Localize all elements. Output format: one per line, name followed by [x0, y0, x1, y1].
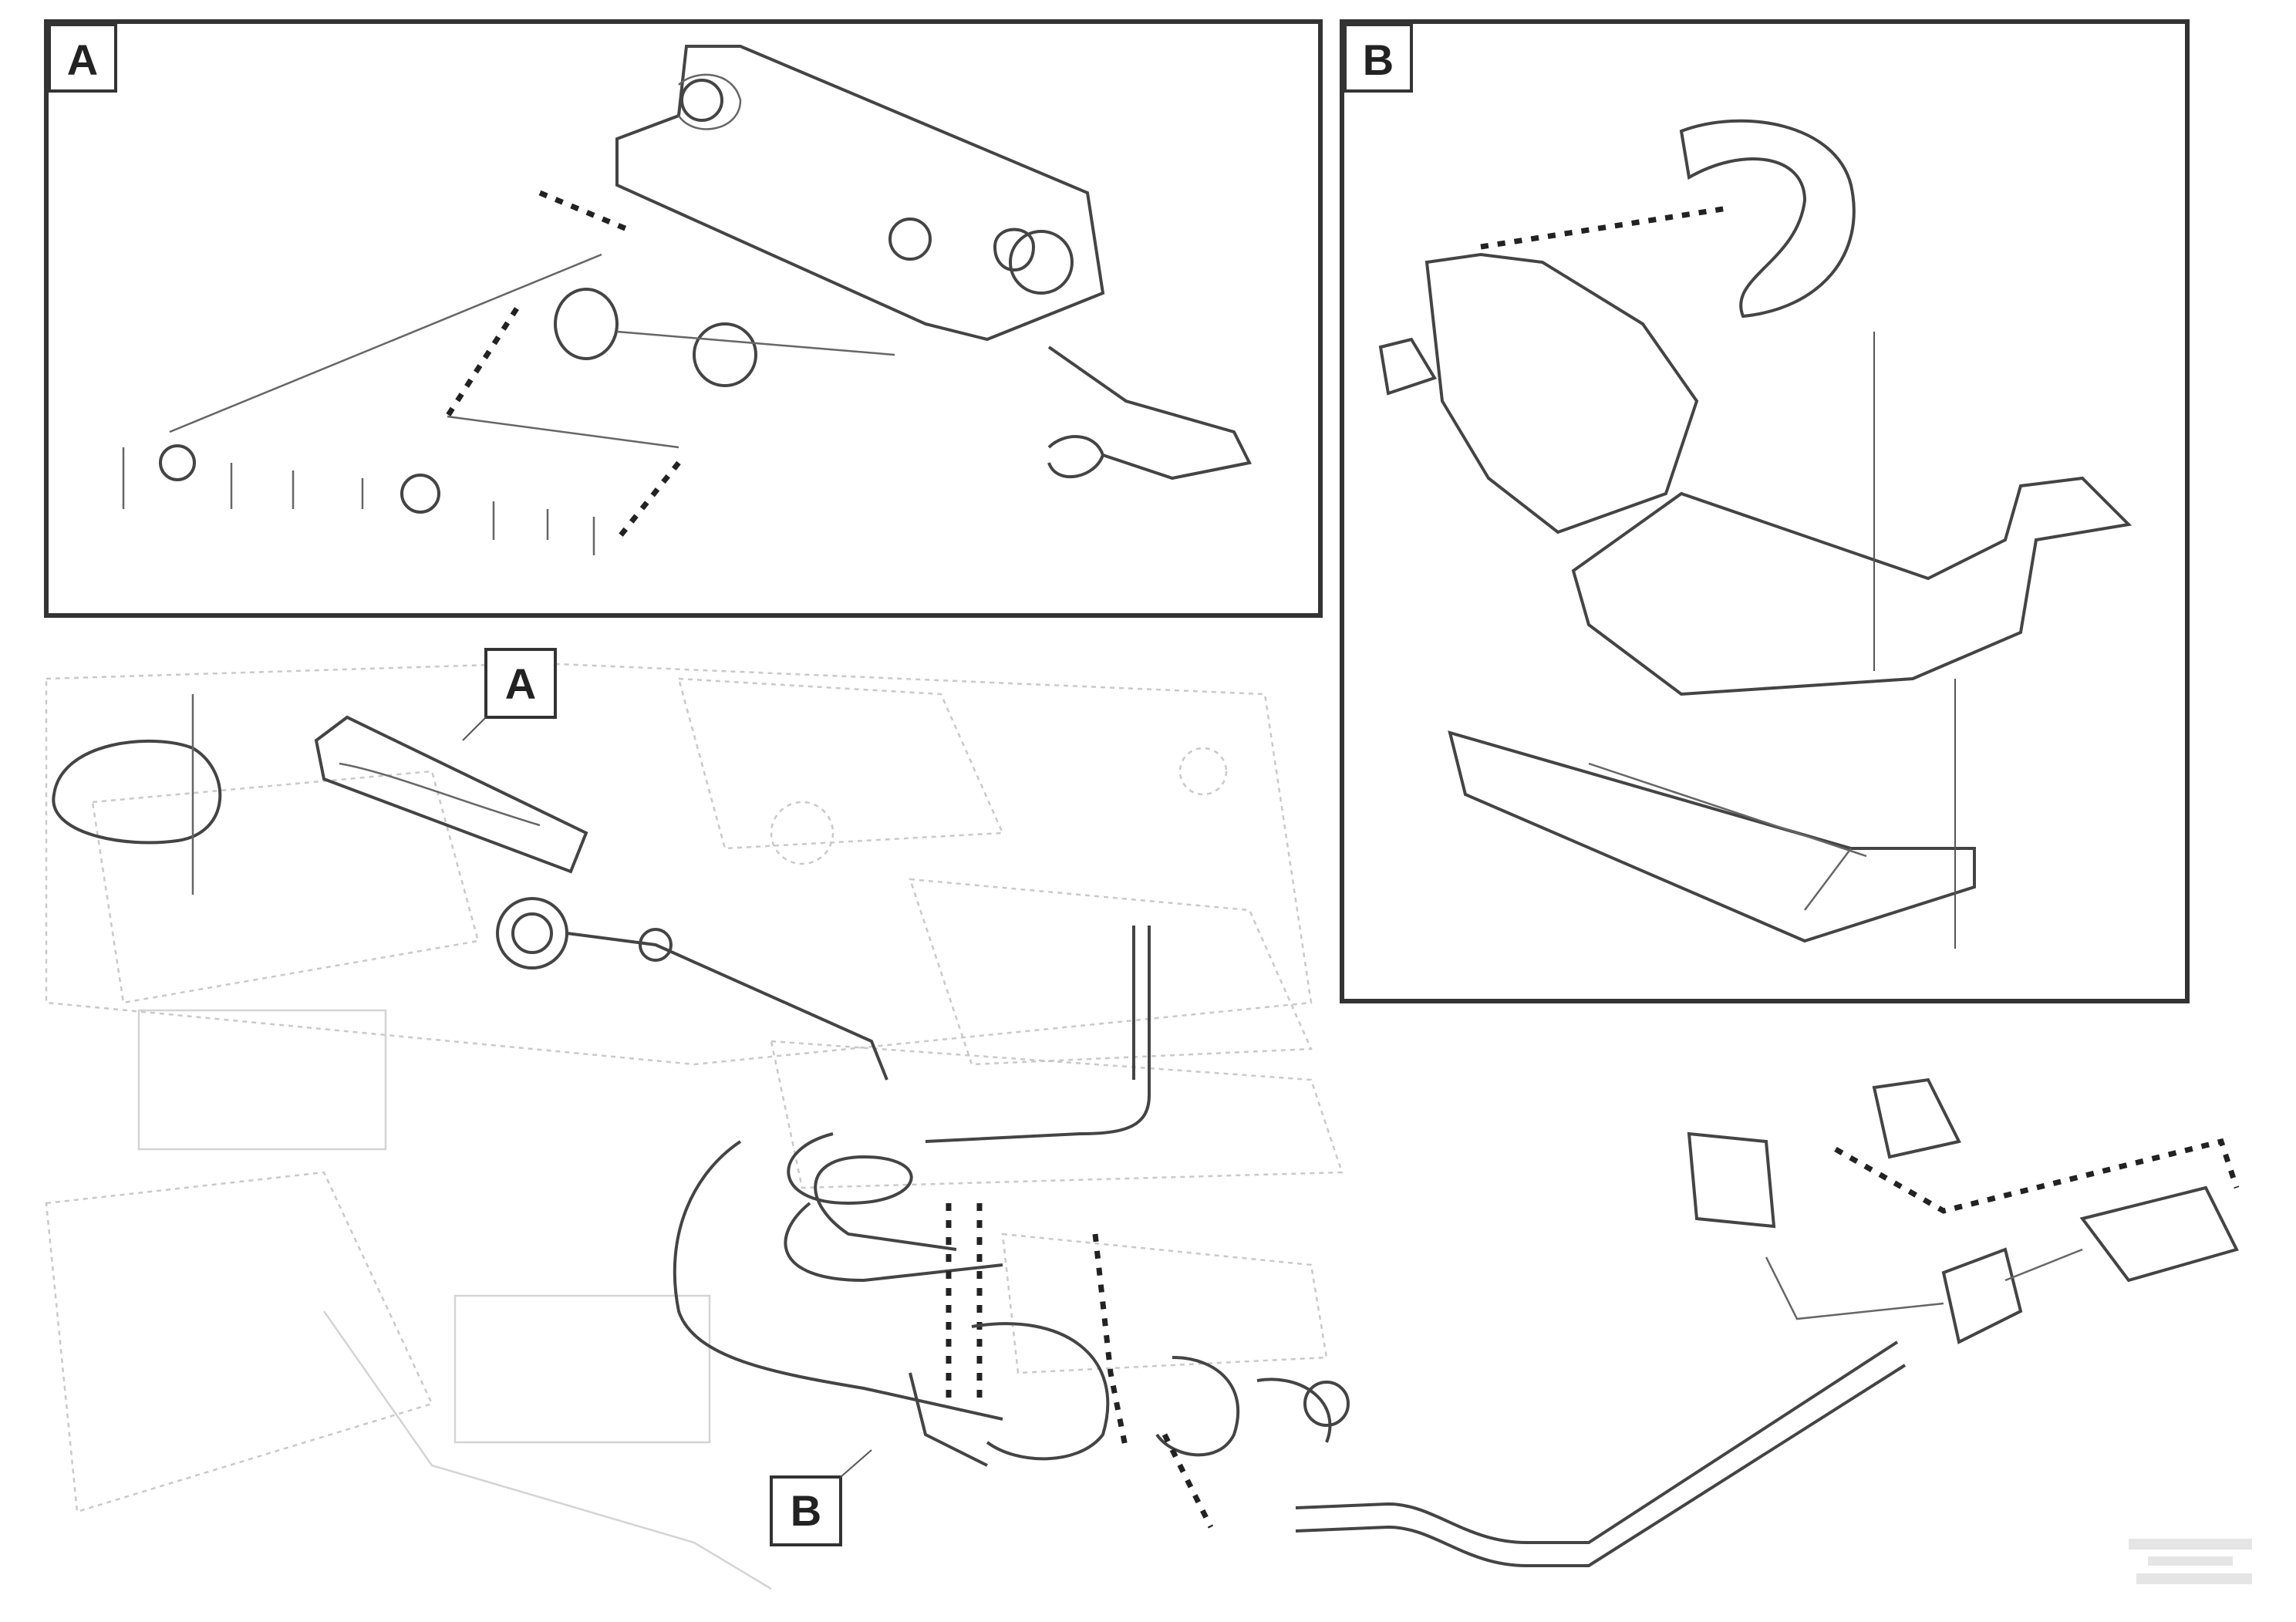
detail-panel-a: A [44, 19, 1323, 618]
main-assembly [52, 694, 2240, 1567]
detail-a-letter: A [67, 35, 98, 84]
hose-clamp-b [1679, 119, 1856, 319]
right-bracket [1941, 1247, 2023, 1344]
detail-b-letter: B [1363, 35, 1394, 84]
callout-b: B [770, 1449, 872, 1546]
tube-assembly-a [314, 715, 588, 874]
svg-text:A: A [505, 659, 536, 708]
svg-text:B: B [791, 1486, 821, 1535]
detail-panel-b: B [1340, 19, 2190, 1003]
background-machine-outline [45, 662, 1344, 1590]
coiled-hoses [787, 1132, 957, 1251]
detail-a-marker [48, 23, 117, 93]
reference-code-block [2129, 1539, 2252, 1584]
cable-loop-left [52, 739, 222, 845]
detail-b-marker [1344, 23, 1413, 93]
callout-a: A [462, 648, 557, 741]
long-tube [1295, 1340, 1899, 1544]
